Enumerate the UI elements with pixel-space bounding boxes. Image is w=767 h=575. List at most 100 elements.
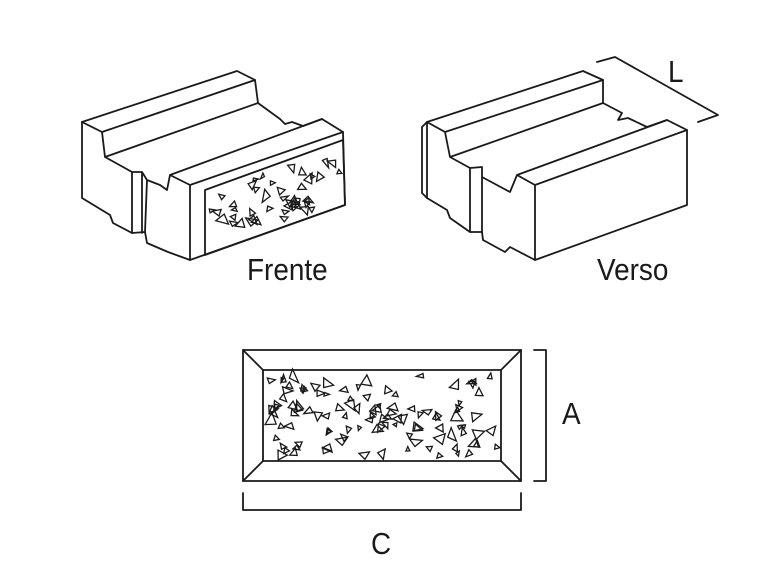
length-dimension-line (596, 56, 719, 123)
face-outer-rect (242, 349, 522, 482)
texture-speck (345, 425, 353, 435)
texture-speck (293, 441, 304, 449)
texture-speck (320, 411, 331, 420)
texture-speck (484, 424, 497, 437)
texture-speck (464, 448, 474, 458)
texture-speck (229, 213, 237, 222)
texture-speck (449, 408, 465, 422)
texture-speck (228, 199, 238, 208)
texture-speck (383, 384, 394, 395)
texture-speck (493, 443, 502, 451)
texture-speck (309, 382, 322, 393)
texture-speck (335, 168, 344, 175)
height-dimension-bracket (533, 349, 547, 482)
texture-speck (280, 376, 285, 385)
texture-speck (269, 179, 277, 187)
texture-speck (214, 212, 230, 226)
texture-speck (413, 422, 424, 432)
texture-speck (288, 367, 300, 385)
texture-speck (352, 402, 361, 416)
texture-speck (406, 404, 416, 413)
texture-speck (355, 383, 362, 393)
texture-speck (307, 206, 316, 214)
texture-speck (404, 445, 411, 452)
back-view-label: Verso (597, 252, 669, 287)
texture-speck (454, 449, 461, 458)
texture-speck (471, 429, 486, 441)
texture-speck (385, 401, 400, 412)
texture-speck (247, 179, 258, 192)
texture-speck (228, 220, 240, 228)
texture-speck (391, 390, 400, 398)
texture-speck (252, 177, 262, 182)
texture-speck (376, 447, 387, 461)
texture-speck (456, 424, 465, 431)
texture-speck (341, 411, 348, 420)
texture-speck (266, 377, 277, 385)
texture-speck (282, 446, 291, 455)
width-label: C (371, 526, 392, 561)
texture-speck (315, 170, 326, 183)
texture-speck (210, 208, 223, 218)
texture-speck (288, 446, 299, 457)
texture-speck (252, 186, 261, 195)
texture-speck (289, 198, 298, 209)
texture-speck (309, 172, 317, 181)
texture-speck (357, 424, 363, 433)
texture-speck (369, 410, 377, 420)
texture-speck (217, 193, 227, 201)
texture-speck (282, 421, 295, 431)
texture-speck (279, 195, 291, 202)
width-dimension-bracket (242, 492, 522, 511)
texture-speck (261, 187, 272, 204)
back-block-drawing (421, 56, 719, 261)
texture-speck (414, 372, 425, 379)
texture-speck (277, 449, 289, 462)
texture-speck (434, 422, 444, 434)
face-inner-rect (262, 369, 502, 462)
texture-speck (470, 377, 477, 387)
texture-speck (291, 444, 302, 451)
texture-speck (486, 371, 493, 380)
texture-speck (474, 386, 485, 397)
texture-speck (363, 415, 374, 424)
texture-speck (432, 432, 447, 446)
texture-speck (301, 195, 315, 204)
texture-speck (321, 157, 330, 171)
texture-speck (337, 385, 350, 394)
texture-speck (265, 205, 275, 213)
texture-speck (281, 385, 295, 395)
texture-speck (279, 441, 289, 451)
texture-speck (313, 411, 324, 423)
texture-speck (280, 209, 291, 216)
texture-speck (405, 432, 414, 440)
texture-speck (322, 376, 336, 389)
texture-speck (467, 380, 477, 390)
texture-speck (359, 373, 373, 387)
texture-speck (272, 433, 281, 442)
texture-speck (273, 399, 283, 411)
texture-speck (298, 387, 308, 395)
texture-speck (334, 402, 346, 412)
texture-speck (280, 372, 287, 384)
face-bevel-lines (242, 349, 522, 482)
front-block-drawing (81, 70, 346, 261)
texture-speck (276, 186, 287, 197)
texture-speck (385, 408, 398, 417)
texture-speck (296, 182, 308, 191)
texture-speck (298, 205, 310, 217)
texture-speck (286, 163, 296, 175)
texture-speck (302, 405, 315, 415)
texture-speck (316, 389, 328, 398)
texture-speck (417, 410, 425, 420)
texture-speck (278, 392, 288, 403)
height-label: A (562, 396, 581, 431)
texture-speck (229, 206, 239, 213)
texture-speck (321, 446, 333, 455)
texture-speck (343, 398, 356, 413)
texture-speck (434, 410, 443, 422)
texture-speck (287, 399, 299, 411)
texture-speck (293, 401, 304, 414)
front-face-texture (208, 157, 344, 229)
